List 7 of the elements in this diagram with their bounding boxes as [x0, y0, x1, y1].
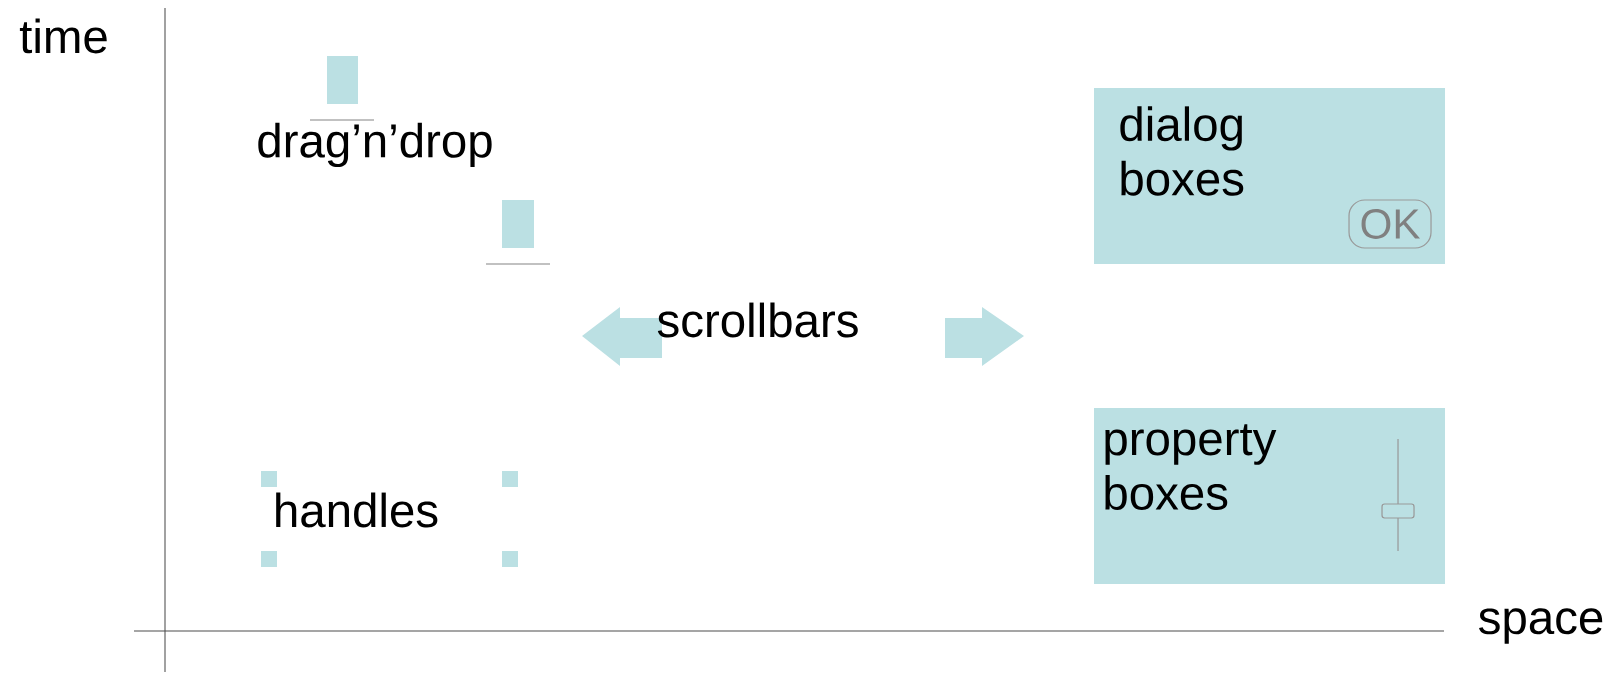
ok-button: OK [1348, 199, 1432, 249]
text-label: scrollbars [657, 302, 858, 338]
text-label: drag’n’drop [258, 122, 492, 168]
text-label: time [19, 18, 107, 54]
text-label: handles [276, 492, 438, 528]
panel-box: property boxes [1094, 408, 1445, 584]
text-label: space [1479, 608, 1603, 644]
